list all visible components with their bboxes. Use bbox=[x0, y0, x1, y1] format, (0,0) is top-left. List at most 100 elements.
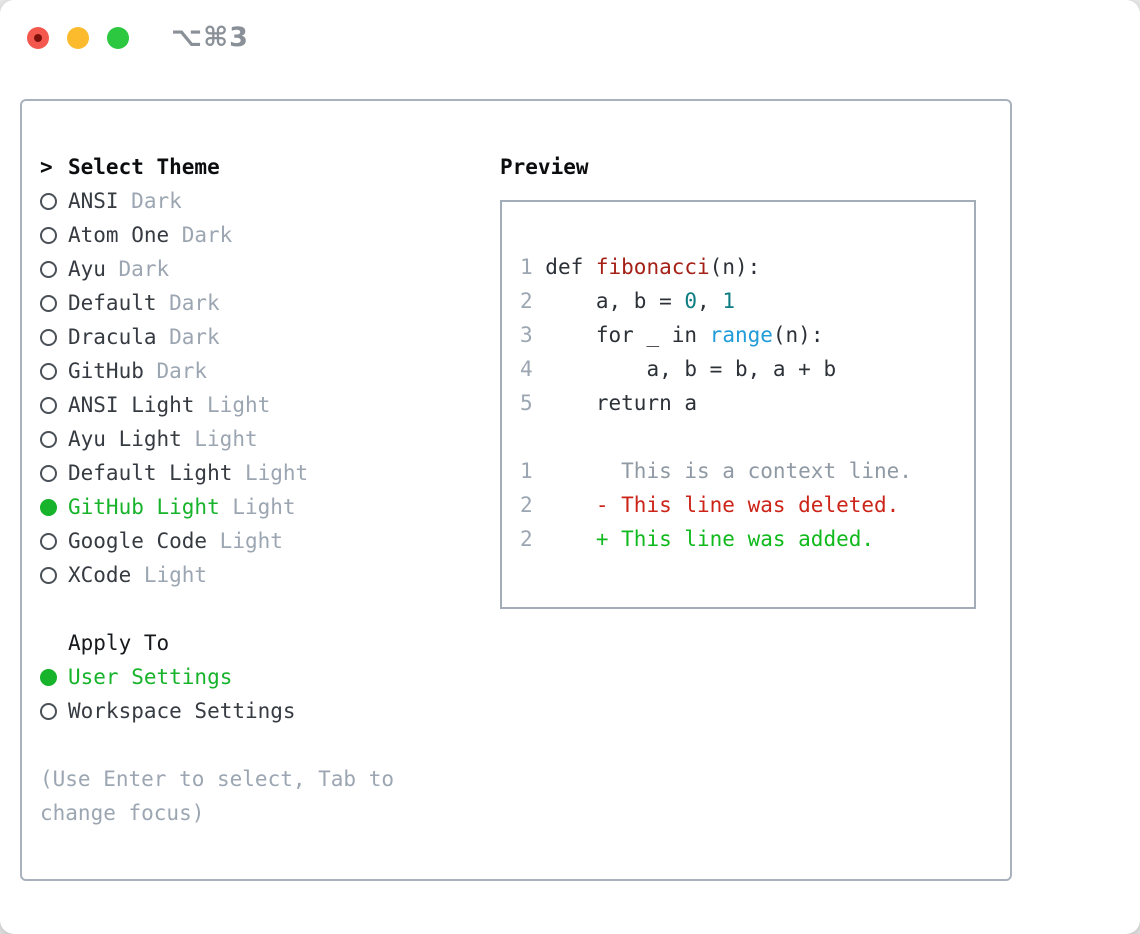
theme-option-ansi[interactable]: ANSI Dark bbox=[40, 184, 1010, 218]
radio-icon bbox=[40, 430, 57, 448]
preview-header-row: Preview bbox=[500, 150, 990, 184]
theme-name: Atom One bbox=[68, 223, 170, 247]
line-number: 1 bbox=[520, 459, 533, 483]
apply-option-user-settings[interactable]: User Settings bbox=[40, 660, 1010, 694]
theme-option-atom-one[interactable]: Atom One Dark bbox=[40, 218, 1010, 252]
code-segment: def bbox=[545, 255, 596, 279]
line-number: 4 bbox=[520, 357, 533, 381]
code-segment: - This line was deleted. bbox=[545, 493, 900, 517]
apply-to-title: Apply To bbox=[68, 631, 170, 655]
spacer bbox=[40, 728, 1010, 762]
theme-name: Google Code bbox=[68, 529, 208, 553]
theme-option-github-light[interactable]: GitHub Light Light bbox=[40, 490, 1010, 524]
theme-option-github[interactable]: GitHub Dark bbox=[40, 354, 1010, 388]
radio-icon bbox=[40, 260, 57, 278]
code-segment: a, b = b, a + b bbox=[545, 357, 837, 381]
theme-variant: Light bbox=[143, 563, 208, 587]
code-segment: fibonacci bbox=[595, 255, 710, 279]
preview-line: 2 - This line was deleted. bbox=[520, 488, 974, 522]
line-number: 2 bbox=[520, 493, 533, 517]
preview-line: 2 a, b = 0, 1 bbox=[520, 284, 974, 318]
minimize-button[interactable] bbox=[67, 26, 89, 49]
select-theme-title: Select Theme bbox=[68, 155, 220, 179]
theme-variant: Dark bbox=[118, 257, 170, 281]
window-title: ⌥⌘3 bbox=[171, 22, 249, 53]
theme-name: GitHub Light bbox=[68, 495, 220, 519]
theme-option-default[interactable]: Default Dark bbox=[40, 286, 1010, 320]
theme-option-ansi-light[interactable]: ANSI Light Light bbox=[40, 388, 1010, 422]
theme-name: Default Light bbox=[68, 461, 233, 485]
radio-icon bbox=[40, 192, 57, 210]
theme-variant: Light bbox=[232, 495, 296, 519]
line-number: 1 bbox=[520, 255, 533, 279]
close-button[interactable] bbox=[27, 26, 49, 49]
theme-variant: Dark bbox=[181, 223, 233, 247]
radio-icon bbox=[40, 702, 57, 720]
code-segment: 1 bbox=[722, 289, 735, 313]
preview-line: 4 a, b = b, a + b bbox=[520, 352, 974, 386]
theme-option-xcode[interactable]: XCode Light bbox=[40, 558, 1010, 592]
radio-icon bbox=[40, 294, 57, 312]
theme-name: ANSI bbox=[68, 189, 119, 213]
code-segment: , bbox=[697, 289, 723, 313]
theme-variant: Light bbox=[194, 427, 258, 451]
code-segment: range bbox=[709, 323, 773, 347]
theme-name: Default bbox=[68, 291, 157, 315]
preview-line: 2 + This line was added. bbox=[520, 522, 974, 556]
theme-variant: Dark bbox=[169, 325, 220, 349]
code-segment: (n): bbox=[772, 323, 824, 347]
theme-variant: Light bbox=[244, 461, 309, 485]
cursor-arrow-icon: > bbox=[40, 155, 53, 179]
radio-icon bbox=[40, 498, 57, 516]
radio-icon bbox=[40, 668, 57, 686]
preview-line bbox=[520, 420, 974, 454]
line-number: 5 bbox=[520, 391, 533, 415]
preview-line: 5 return a bbox=[520, 386, 974, 420]
radio-icon bbox=[40, 532, 57, 550]
theme-name: ANSI Light bbox=[68, 393, 195, 417]
apply-option-label: Workspace Settings bbox=[68, 699, 296, 723]
titlebar: ⌥⌘3 bbox=[0, 0, 1140, 75]
apply-option-workspace-settings[interactable]: Workspace Settings bbox=[40, 694, 1010, 728]
code-segment: 0 bbox=[684, 289, 698, 313]
theme-variant: Dark bbox=[169, 291, 220, 315]
preview-title: Preview bbox=[500, 155, 589, 179]
code-segment: return a bbox=[545, 391, 698, 415]
apply-to-header-row: Apply To bbox=[40, 626, 1010, 660]
theme-variant: Dark bbox=[156, 359, 208, 383]
theme-variant: Light bbox=[207, 393, 271, 417]
theme-option-ayu[interactable]: Ayu Dark bbox=[40, 252, 1010, 286]
code-segment: This is a context line. bbox=[545, 459, 912, 483]
theme-name: Ayu bbox=[68, 257, 106, 281]
line-number: 2 bbox=[520, 527, 533, 551]
theme-option-default-light[interactable]: Default Light Light bbox=[40, 456, 1010, 490]
theme-name: GitHub bbox=[68, 359, 144, 383]
line-number: 2 bbox=[520, 289, 533, 313]
theme-name: Dracula bbox=[68, 325, 157, 349]
theme-name: XCode bbox=[68, 563, 132, 587]
theme-option-dracula[interactable]: Dracula Dark bbox=[40, 320, 1010, 354]
radio-icon bbox=[40, 226, 57, 244]
preview-line: 3 for _ in range(n): bbox=[520, 318, 974, 352]
line-number: 3 bbox=[520, 323, 533, 347]
radio-icon bbox=[40, 328, 57, 346]
code-segment: + This line was added. bbox=[545, 527, 875, 551]
select-theme-header: > Select Theme bbox=[40, 150, 1010, 184]
zoom-button[interactable] bbox=[107, 26, 129, 49]
code-segment: for _ in bbox=[545, 323, 710, 347]
radio-icon bbox=[40, 464, 57, 482]
code-segment: a, b = bbox=[545, 289, 685, 313]
preview-line: 1 This is a context line. bbox=[520, 454, 974, 488]
radio-icon bbox=[40, 566, 57, 584]
theme-variant: Dark bbox=[131, 189, 182, 213]
radio-icon bbox=[40, 396, 57, 414]
apply-option-label: User Settings bbox=[68, 665, 233, 689]
